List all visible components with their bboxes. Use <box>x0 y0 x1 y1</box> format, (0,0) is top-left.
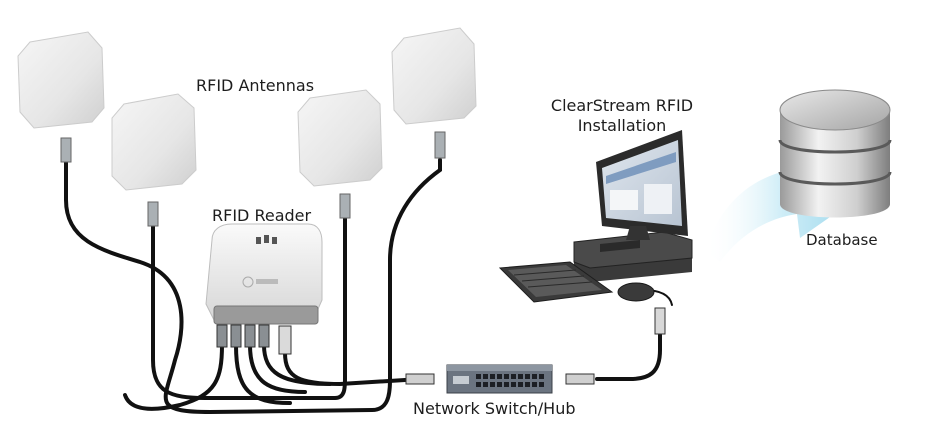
network-switch-icon <box>405 364 595 394</box>
antenna-icon <box>391 27 477 159</box>
antenna-icon <box>111 93 197 227</box>
database-icon <box>778 89 892 218</box>
label-install-line1: ClearStream RFID <box>550 96 694 115</box>
label-database: Database <box>806 231 878 249</box>
label-rfid-reader: RFID Reader <box>212 206 312 225</box>
label-rfid-antennas: RFID Antennas <box>196 76 315 95</box>
cables <box>64 158 673 415</box>
label-network-switch: Network Switch/Hub <box>413 399 576 418</box>
antenna-icon <box>17 31 105 163</box>
desktop-computer-icon <box>498 130 693 335</box>
rfid-reader-icon <box>205 223 323 355</box>
label-clearstream-installation: ClearStream RFID Installation <box>532 96 712 136</box>
antenna-icon <box>297 89 383 219</box>
label-install-line2: Installation <box>577 116 667 135</box>
